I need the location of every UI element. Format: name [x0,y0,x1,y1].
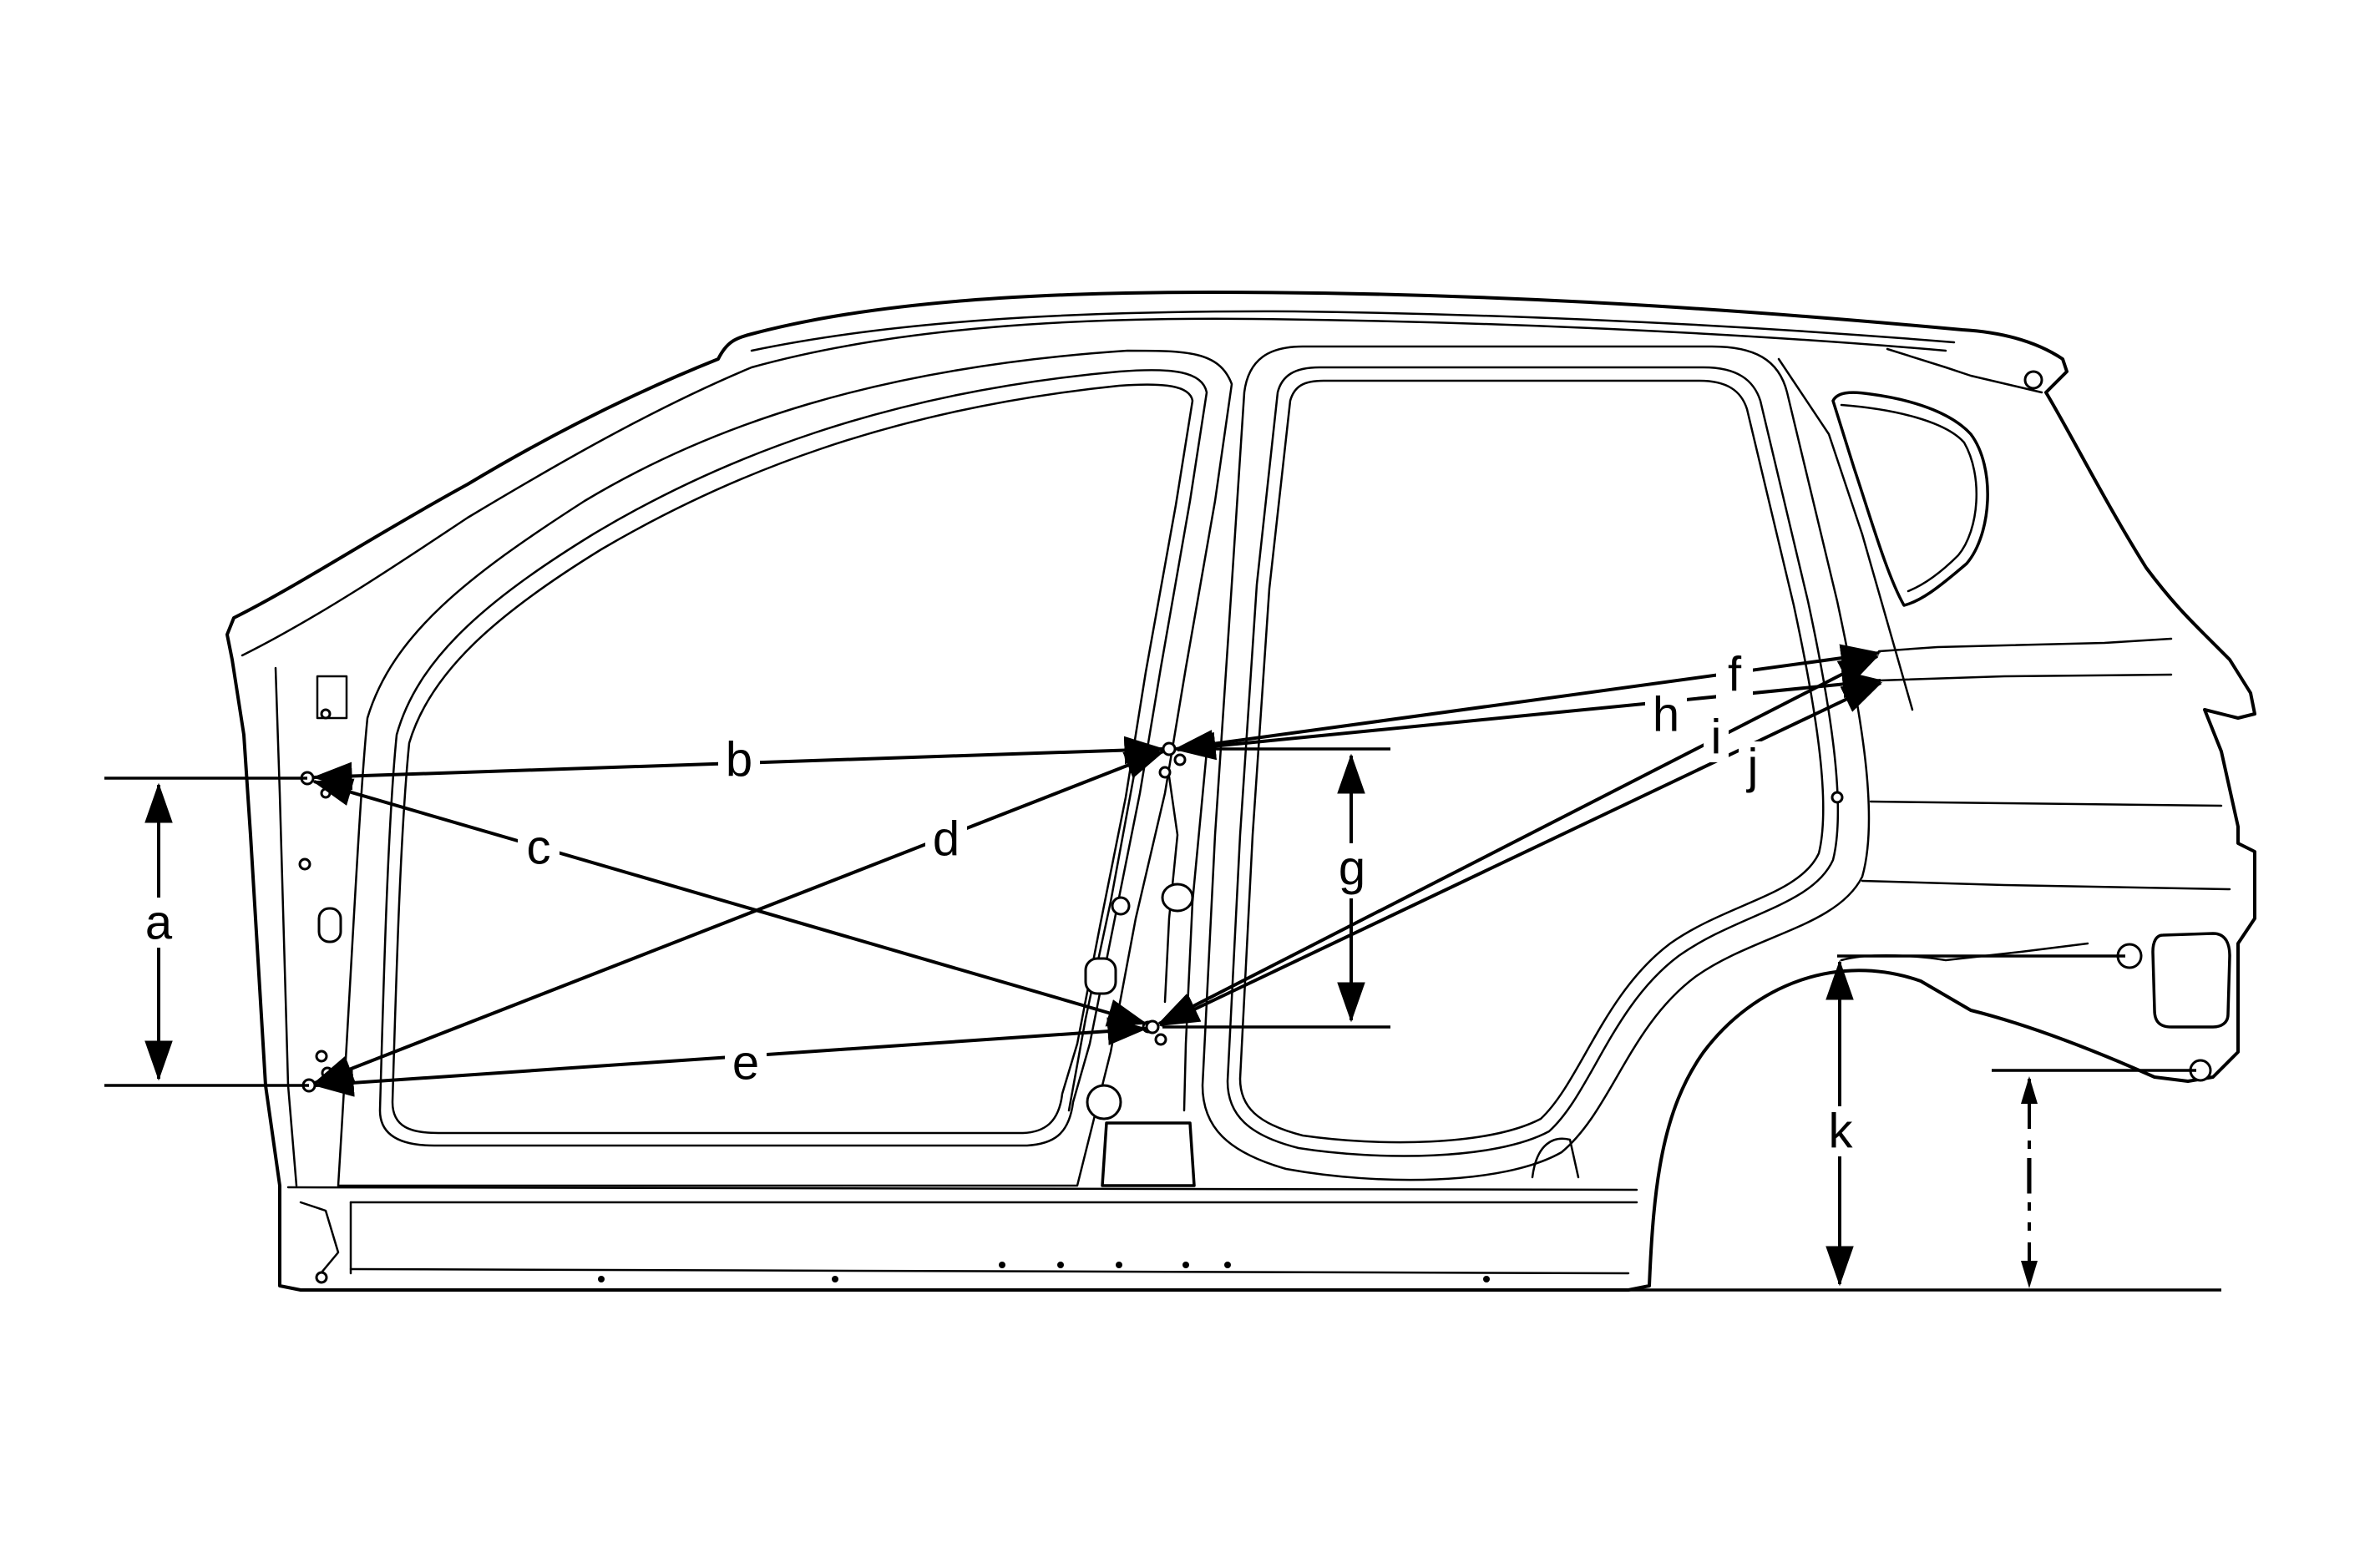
dimension-labels: a b c d e f g h i j k l [139,648,2039,1205]
dim-h-line [1175,670,1883,761]
dim-b-label: b [726,733,752,787]
rear-wheel-arch-inner [1840,942,2089,962]
b-pillar-left-edge [1067,741,1142,1112]
dim-c-label: c [527,821,551,875]
rocker-top [286,1186,1638,1191]
dim-d-line [312,750,1166,1085]
dim-l-arrow-upper [2021,1076,2038,1104]
roof-rail-line [750,310,1956,352]
dim-k-label: k [1829,1105,1854,1159]
dim-e-label: e [732,1036,759,1090]
quarter-window-inner [1840,403,1977,593]
rear-quarter-character-line [1869,800,2223,807]
dim-l-label: l [2024,1151,2035,1205]
dim-i-label: i [1711,711,1722,765]
ref-point-b-pillar-lower [1145,1019,1160,1034]
roof-drip-line [1886,347,2043,394]
b-pillar-foot-pad [1101,1121,1196,1187]
body-side-panel [225,291,2256,1292]
dim-a-label: a [145,896,173,950]
dim-h-label: h [1653,688,1679,742]
dim-i-line [1157,655,1880,1025]
front-door-frame-seal [391,383,1194,1135]
rocker-bottom [349,1267,1630,1275]
front-lower-bracket [299,1201,340,1279]
front-door-frame-outer [337,349,1233,1187]
c-pillar-edge [1777,357,1914,711]
taillamp-cutout [2151,932,2231,1029]
rear-quarter-lower [1861,879,2231,891]
a-pillar-front-edge [274,666,298,1187]
dim-j-line [1158,681,1883,1027]
rear-door-sill-bump [1531,1137,1580,1179]
body-outer-outline [225,291,2256,1292]
rear-quarter-upper [1877,673,2173,682]
dim-f-label: f [1728,648,1742,702]
hinge-plate-upper [316,675,348,720]
roof-inner-line [241,317,1947,657]
rear-quarter-beltline [1877,637,2173,653]
dim-c-line [311,778,1148,1027]
rear-door-frame-outer [1201,345,1871,1181]
quarter-window [1831,391,1989,607]
dim-l-arrow-lower [2021,1261,2038,1288]
dim-d-label: d [933,812,960,867]
dim-g-label: g [1339,842,1365,896]
ref-point-b-pillar-upper [1162,741,1177,756]
dim-j-label: j [1746,740,1759,794]
